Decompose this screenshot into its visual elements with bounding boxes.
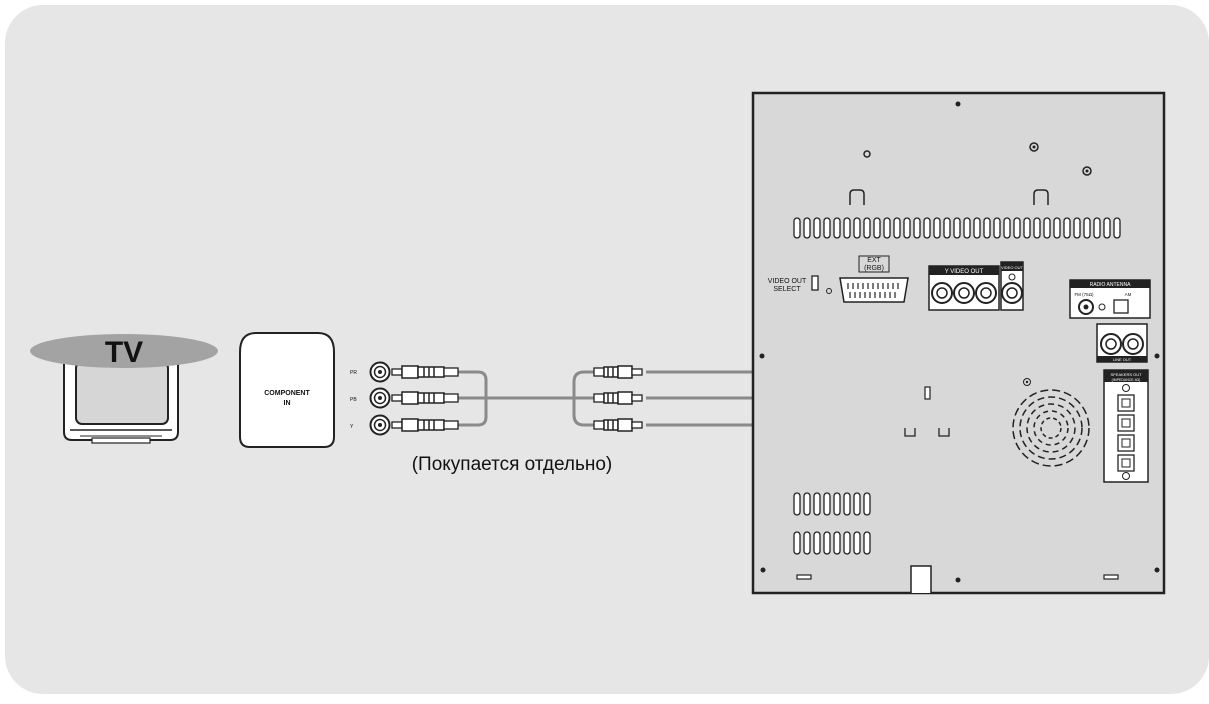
jack-y bbox=[369, 414, 391, 436]
rca-plug bbox=[391, 418, 459, 432]
rca-plugs-tv-side bbox=[391, 365, 459, 432]
speakers-impedance-label: (IMPEDANCE 4Ω) bbox=[1112, 378, 1141, 382]
speakers-out-block: SPEAKERS OUT (IMPEDANCE 4Ω) bbox=[1103, 369, 1149, 483]
tv-label: TV bbox=[105, 336, 143, 369]
component-video-out-label: Y VIDEO OUT bbox=[945, 269, 984, 275]
jack-pb bbox=[369, 387, 391, 409]
video-out-block: VIDEO OUT bbox=[1000, 261, 1024, 311]
radio-antenna-label: RADIO ANTENNA bbox=[1090, 282, 1132, 288]
main-unit-rear-panel: VIDEO OUT SELECT EXT (RGB) Y VIDE bbox=[751, 91, 1166, 595]
component-in-label-line1: COMPONENT bbox=[264, 390, 310, 397]
line-out-block: LINE OUT bbox=[1096, 323, 1148, 363]
jack-label-pb: PB bbox=[350, 397, 357, 403]
video-out-select-switch bbox=[811, 275, 819, 291]
tv-label-ellipse bbox=[30, 334, 218, 368]
scart-connector bbox=[839, 277, 909, 303]
video-out-select-label-line2: SELECT bbox=[773, 286, 801, 293]
jack-label-y: Y bbox=[350, 424, 354, 430]
component-in-box: COMPONENT IN bbox=[239, 332, 335, 448]
am-label: AM bbox=[1125, 292, 1132, 297]
rca-plug bbox=[593, 391, 643, 405]
jack-pr bbox=[369, 361, 391, 383]
rca-plug bbox=[593, 365, 643, 379]
rca-plugs-unit-side bbox=[593, 365, 643, 432]
top-vent-row bbox=[793, 217, 1121, 239]
tv-set: TV bbox=[30, 334, 218, 444]
fm-label: FM (75Ω) bbox=[1074, 292, 1094, 297]
ext-label-line1: EXT bbox=[867, 257, 881, 264]
component-in-label-line2: IN bbox=[284, 400, 291, 407]
ext-label-line2: (RGB) bbox=[864, 265, 884, 272]
video-out-label: VIDEO OUT bbox=[1001, 265, 1024, 270]
rca-plug bbox=[593, 418, 643, 432]
video-out-select-label-line1: VIDEO OUT bbox=[768, 278, 807, 285]
component-video-out-block: Y VIDEO OUT bbox=[928, 265, 1000, 311]
fan-grille bbox=[1012, 389, 1090, 467]
radio-antenna-block: RADIO ANTENNA FM (75Ω) AM bbox=[1069, 279, 1151, 319]
speakers-out-label: SPEAKERS OUT bbox=[1110, 372, 1142, 377]
rca-plug bbox=[391, 391, 459, 405]
tv-jacks: PR PB Y bbox=[350, 361, 391, 436]
bottom-vent-rows bbox=[793, 492, 871, 555]
cable-purchase-note: (Покупается отдельно) bbox=[412, 454, 613, 475]
rca-plug bbox=[391, 365, 459, 379]
line-out-label: LINE OUT bbox=[1113, 357, 1132, 362]
jack-label-pr: PR bbox=[350, 370, 357, 376]
